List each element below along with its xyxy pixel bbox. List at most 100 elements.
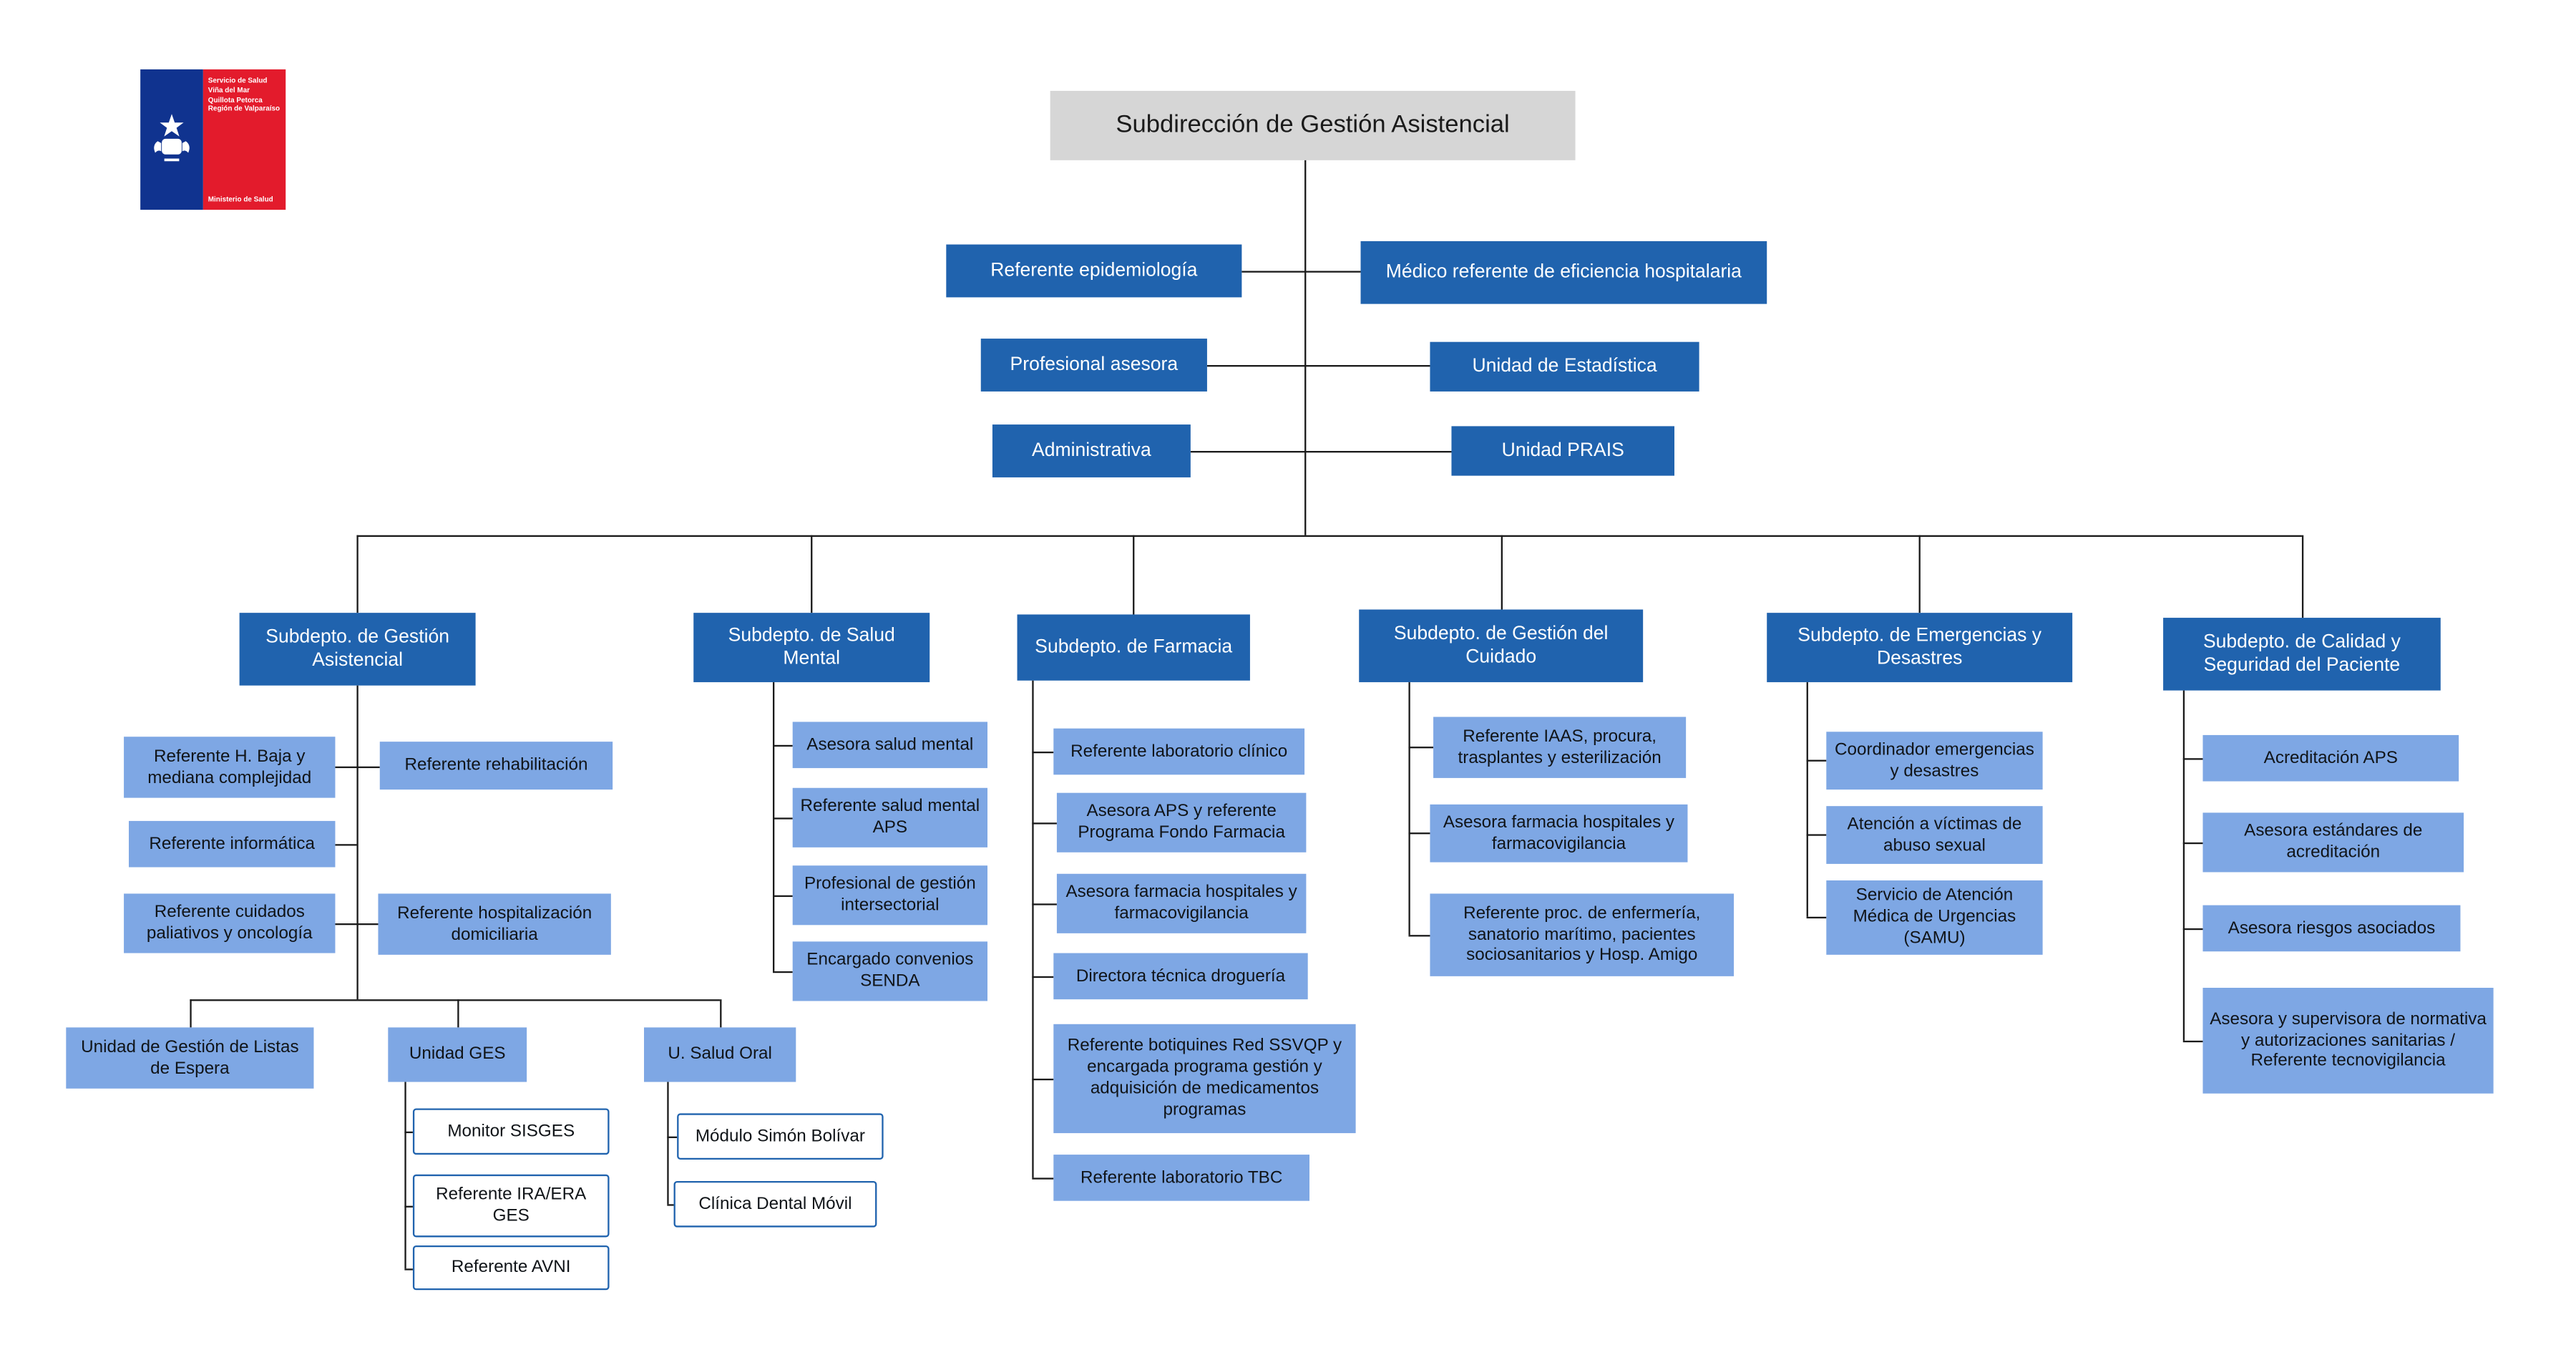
connector-staff-row-3 (1190, 450, 1452, 453)
connector-staff-row-1 (1241, 271, 1361, 273)
dept-box-salud-mental: Subdepto. de Salud Mental (693, 613, 930, 683)
connector-dept4-spine (1408, 682, 1410, 936)
node-box-asesora-farmacia-hospitales-cuidado: Asesora farmacia hospitales y farmacovig… (1430, 804, 1688, 863)
node-box-u-salud-oral: U. Salud Oral (643, 1027, 796, 1082)
connector-ges-spine (404, 1082, 406, 1269)
connector-drop-dept-4 (1501, 535, 1503, 610)
node-box-hospitalizacion-domiciliaria: Referente hospitalización domiciliaria (378, 893, 611, 955)
node-box-directora-tecnica-drogueria: Directora técnica droguería (1053, 953, 1308, 1000)
logo-service-name: Servicio de Salud Viña del Mar Quillota … (208, 76, 281, 115)
node-box-clinica-dental-movil: Clínica Dental Móvil (673, 1180, 877, 1228)
node-box-samu: Servicio de Atención Médica de Urgencias… (1826, 880, 2043, 955)
node-box-profesional-gestion-intersectorial: Profesional de gestión intersectorial (792, 865, 987, 926)
logo-text-panel: Servicio de Salud Viña del Mar Quillota … (203, 69, 286, 210)
node-box-coordinador-emergencias: Coordinador emergencias y desastres (1826, 732, 2043, 790)
node-box-atencion-victimas-abuso: Atención a víctimas de abuso sexual (1826, 806, 2043, 864)
staff-box-medico-eficiencia-hospitalaria: Médico referente de eficiencia hospitala… (1360, 241, 1767, 304)
node-box-referente-iaas-procura: Referente IAAS, procura, trasplantes y e… (1433, 717, 1687, 778)
node-box-referente-salud-mental-aps: Referente salud mental APS (792, 787, 987, 847)
connector-dept2-spine (772, 682, 775, 971)
connector-ges-stub-2 (404, 1205, 413, 1208)
staff-box-administrativa: Administrativa (992, 424, 1191, 477)
connector-main-distribution (356, 535, 2302, 537)
coat-of-arms-icon (154, 113, 190, 161)
connector-dept1-row1 (335, 766, 380, 769)
connector-dept6-stub-2 (2182, 842, 2203, 845)
connector-dept4-stub-3 (1408, 935, 1430, 937)
connector-drop-dept-2 (811, 535, 813, 613)
node-box-asesora-aps-fondo-farmacia: Asesora APS y referente Programa Fondo F… (1056, 792, 1307, 853)
ministry-logo: Servicio de Salud Viña del Mar Quillota … (140, 69, 286, 210)
connector-salud-oral-spine (667, 1082, 669, 1205)
logo-line-3: Quillota Petorca (208, 94, 263, 104)
node-box-encargado-convenios-senda: Encargado convenios SENDA (792, 941, 987, 1001)
dept-box-gestion-del-cuidado: Subdepto. de Gestión del Cuidado (1359, 609, 1644, 683)
node-box-monitor-sisges: Monitor SISGES (412, 1108, 610, 1155)
node-box-unidad-gestion-listas-espera: Unidad de Gestión de Listas de Espera (66, 1027, 314, 1089)
logo-line-4: Región de Valparaíso (208, 105, 280, 113)
connector-drop-dept-3 (1133, 535, 1135, 615)
connector-dept1-row2 (335, 844, 357, 846)
node-box-referente-h-baja: Referente H. Baja y mediana complejidad (124, 737, 336, 798)
connector-dept6-stub-1 (2182, 758, 2203, 760)
staff-box-referente-epidemiologia: Referente epidemiología (946, 244, 1242, 298)
node-box-cuidados-paliativos-oncologia: Referente cuidados paliativos y oncologí… (124, 893, 336, 953)
logo-line-1: Servicio de Salud (208, 76, 268, 84)
node-box-referente-laboratorio-clinico: Referente laboratorio clínico (1053, 728, 1305, 775)
connector-dept5-stub-1 (1806, 759, 1827, 762)
connector-drop-dept-5 (1918, 535, 1921, 613)
connector-dept1-units-distribution (190, 999, 721, 1001)
node-box-referente-rehabilitacion: Referente rehabilitación (379, 742, 613, 790)
connector-dept2-stub-2 (772, 817, 793, 820)
connector-ges-stub-1 (404, 1131, 413, 1134)
connector-dept5-spine (1806, 682, 1808, 917)
connector-staff-row-2 (1206, 364, 1430, 367)
connector-drop-dept-6 (2301, 535, 2304, 618)
node-box-asesora-riesgos-asociados: Asesora riesgos asociados (2202, 905, 2461, 952)
connector-dept2-stub-4 (772, 971, 793, 973)
connector-ges-stub-3 (404, 1268, 413, 1271)
connector-dept2-stub-3 (772, 895, 793, 898)
connector-dept5-stub-3 (1806, 916, 1827, 919)
logo-line-2: Viña del Mar (208, 85, 250, 94)
node-box-asesora-farmacia-hospitales: Asesora farmacia hospitales y farmacovig… (1056, 873, 1307, 933)
connector-dept1-row3 (335, 923, 380, 926)
connector-drop-dept-1 (356, 535, 358, 613)
node-box-referente-avni: Referente AVNI (412, 1245, 610, 1291)
connector-drop-unidad-ges (457, 999, 459, 1028)
connector-dept6-spine (2182, 690, 2185, 1041)
connector-dept3-stub-6 (1032, 1177, 1054, 1180)
connector-dept2-stub-1 (772, 744, 793, 747)
connector-dept1-spine (356, 685, 358, 1000)
node-box-acreditacion-aps: Acreditación APS (2202, 734, 2459, 782)
logo-emblem-panel (140, 69, 203, 210)
connector-dept3-stub-4 (1032, 976, 1054, 978)
node-box-asesora-salud-mental: Asesora salud mental (792, 722, 987, 769)
connector-dept6-stub-4 (2182, 1040, 2203, 1043)
root-box-subdireccion-gestion-asistencial: Subdirección de Gestión Asistencial (1050, 90, 1576, 160)
staff-box-profesional-asesora: Profesional asesora (980, 339, 1207, 392)
node-box-referente-proc-enfermeria: Referente proc. de enfermería, sanatorio… (1430, 893, 1735, 976)
node-box-asesora-normativa-tecnovigilancia: Asesora y supervisora de normativa y aut… (2202, 987, 2494, 1094)
connector-dept3-stub-3 (1032, 903, 1057, 905)
logo-ministry-label: Ministerio de Salud (208, 195, 273, 203)
connector-root-drop (1304, 160, 1307, 535)
dept-box-gestion-asistencial: Subdepto. de Gestión Asistencial (239, 613, 476, 686)
node-box-modulo-simon-bolivar: Módulo Simón Bolívar (677, 1113, 884, 1160)
connector-salud-oral-stub-2 (667, 1204, 674, 1206)
node-box-unidad-ges: Unidad GES (388, 1027, 527, 1082)
connector-dept6-stub-3 (2182, 928, 2203, 931)
connector-drop-salud-oral (720, 999, 722, 1028)
dept-box-farmacia: Subdepto. de Farmacia (1017, 614, 1250, 681)
node-box-referente-laboratorio-tbc: Referente laboratorio TBC (1053, 1155, 1309, 1201)
connector-dept4-stub-2 (1408, 832, 1430, 835)
connector-dept5-stub-2 (1806, 834, 1827, 836)
connector-drop-listas-espera (190, 999, 192, 1028)
staff-box-unidad-estadistica: Unidad de Estadística (1430, 341, 1699, 392)
connector-dept3-spine (1032, 680, 1034, 1178)
connector-salud-oral-stub-1 (667, 1136, 678, 1138)
node-box-referente-informatica: Referente informática (128, 820, 336, 868)
dept-box-emergencias-desastres: Subdepto. de Emergencias y Desastres (1767, 613, 2073, 683)
connector-dept3-stub-1 (1032, 751, 1054, 754)
